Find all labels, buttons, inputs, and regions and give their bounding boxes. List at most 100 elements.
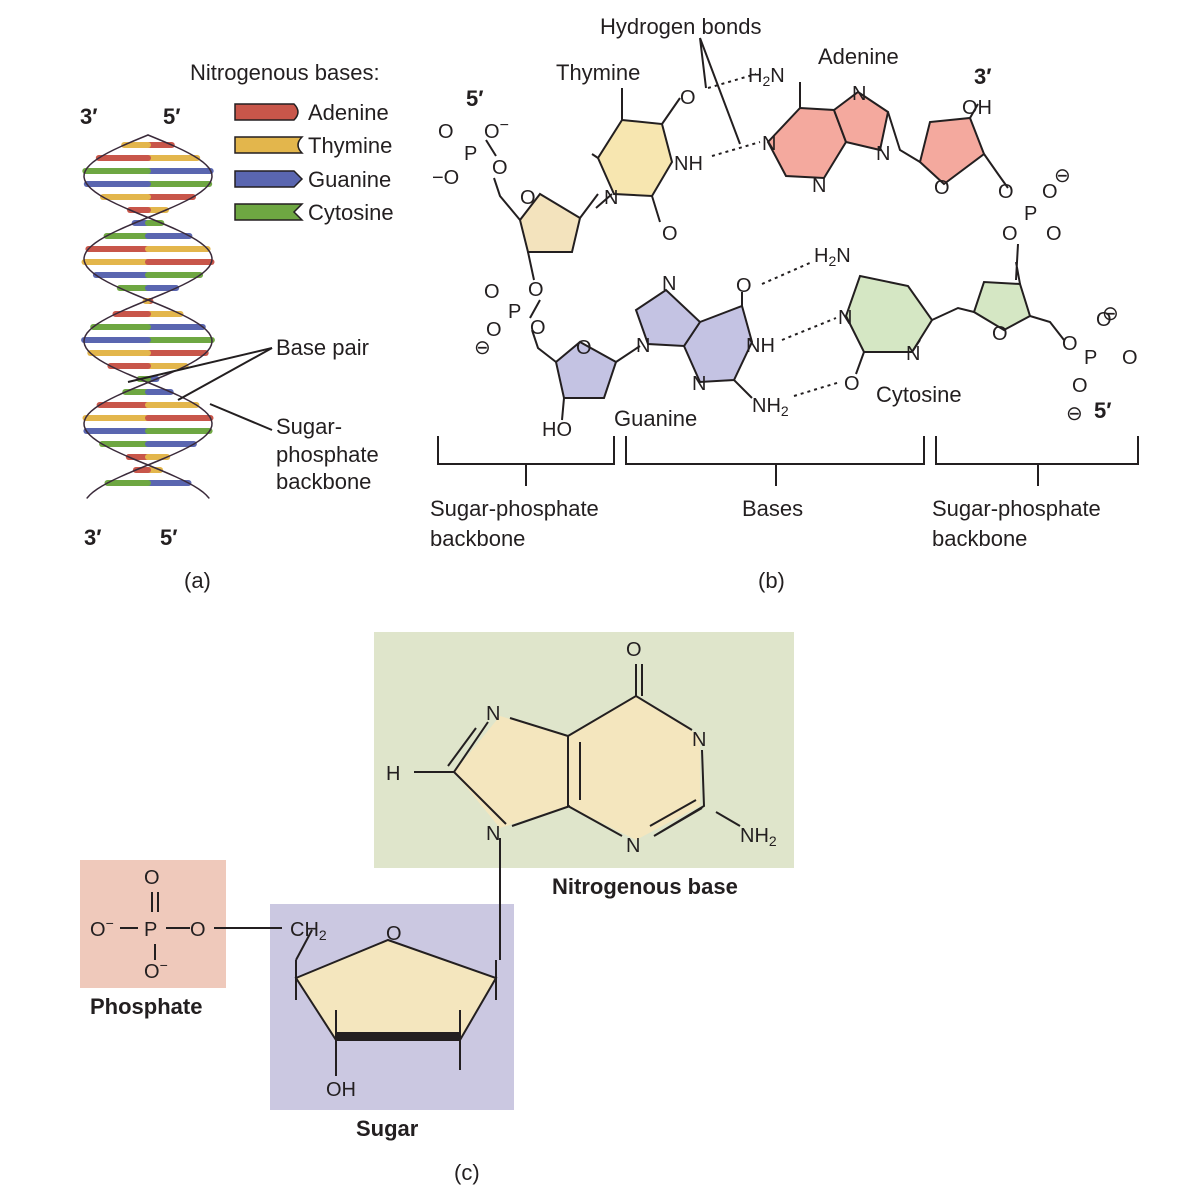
svg-text:O: O [844,373,860,395]
svg-text:N: N [906,343,920,365]
legend-label-thymine: Thymine [308,133,392,158]
hydrogen-bonds-label: Hydrogen bonds [600,14,761,39]
svg-text:O: O [998,181,1014,203]
hbond-guanine-cytosine-2 [781,317,837,341]
panel-a-label: (a) [184,568,211,593]
svg-text:O: O [528,279,544,301]
svg-text:NH: NH [746,335,775,357]
cytosine-label: Cytosine [876,382,962,407]
svg-text:O: O [492,157,508,179]
backbone-label-line-2: phosphate [276,442,379,467]
svg-text:P: P [1084,347,1097,369]
hbond-guanine-cytosine-3 [793,381,841,397]
svg-text:O: O [1042,181,1058,203]
phosphate-box [80,860,226,988]
sugar-ring-3 [918,116,986,186]
svg-text:P: P [464,143,477,165]
svg-text:N: N [692,729,706,751]
hbond-thymine-adenine-2 [711,141,761,157]
nitrogenous-base-label: Nitrogenous base [552,874,738,899]
thymine-label: Thymine [556,60,640,85]
thymine-ring [596,118,674,198]
base-pair-label: Base pair [276,335,369,360]
sugar-ring-1 [518,192,582,253]
base-pair-rungs [81,142,215,486]
legend-label-cytosine: Cytosine [308,200,394,225]
five-prime-bottom-label: 5′ [1094,398,1112,423]
bracket-middle-label: Bases [742,496,803,521]
helix-end-top-right: 5′ [163,104,181,129]
svg-text:OH: OH [326,1079,356,1101]
svg-text:NH2: NH2 [752,395,789,419]
backbone-label-line-1: Sugar- [276,414,342,439]
legend-item-cytosine: Cytosine [234,200,394,225]
svg-text:⊖: ⊖ [1066,403,1083,425]
legend-label-guanine: Guanine [308,167,391,192]
bracket-right [935,436,1139,486]
guanine-label: Guanine [614,406,697,431]
svg-text:HO: HO [542,419,572,441]
helix-end-top-left: 3′ [80,104,98,129]
svg-text:O: O [438,121,454,143]
svg-text:O: O [144,867,160,889]
svg-text:N: N [692,373,706,395]
svg-text:O: O [486,319,502,341]
svg-text:H: H [386,763,400,785]
svg-text:O: O [1002,223,1018,245]
sugar-phosphate-strand-2 [83,134,213,499]
svg-text:O−: O− [484,117,509,143]
svg-text:O: O [680,87,696,109]
guanine-five-ring [634,288,702,348]
bracket-left [437,436,615,486]
svg-text:O: O [1096,309,1112,331]
svg-text:O: O [1062,333,1078,355]
svg-text:N: N [762,133,776,155]
svg-text:N: N [662,273,676,295]
svg-text:H2N: H2N [814,245,851,269]
svg-text:N: N [812,175,826,197]
guanine-swatch [234,170,304,188]
sugar-ring-2 [554,340,618,399]
backbone-label-line-3: backbone [276,469,371,494]
svg-text:N: N [636,335,650,357]
svg-text:O: O [386,923,402,945]
helix-end-bottom-left: 3′ [84,525,102,550]
backbone-callout: Sugar- phosphate backbone [209,403,379,494]
bracket-right-label-line-1: Sugar-phosphate [932,496,1101,521]
base-pair-callout: Base pair [127,335,369,401]
svg-text:NH: NH [674,153,703,175]
adenine-swatch [234,103,299,121]
sugar-thick-edge [336,1032,460,1040]
svg-text:O: O [1072,375,1088,397]
svg-text:N: N [486,823,500,845]
sugar-label: Sugar [356,1116,419,1141]
svg-text:O: O [1046,223,1062,245]
adenine-label: Adenine [818,44,899,69]
svg-text:N: N [626,835,640,857]
hbond-guanine-cytosine-1 [761,261,813,285]
legend-label-adenine: Adenine [308,100,389,125]
bracket-left-label-line-2: backbone [430,526,525,551]
panel-c: O N NH2 N N H N O CH2 OH O P O− O O− Nit… [80,632,794,1185]
panel-b-label: (b) [758,568,785,593]
svg-text:⊖: ⊖ [1102,303,1119,325]
purine-six-ring [568,696,700,840]
panel-c-label: (c) [454,1160,480,1185]
svg-text:N: N [852,83,866,105]
cytosine-swatch [234,203,304,221]
svg-text:O: O [520,187,536,209]
svg-text:−O: −O [432,167,459,189]
legend-item-adenine: Adenine [234,100,389,125]
three-prime-top-label: 3′ [974,64,992,89]
svg-text:O: O [934,177,950,199]
purine-bonds [414,664,741,960]
thymine-swatch [234,136,304,154]
svg-text:⊖: ⊖ [1054,165,1071,187]
legend: Adenine Thymine Guanine Cytosine [234,100,394,225]
panel-a: 3′ 5′ 3′ 5′ Nitrogenous bases: Adenine T… [80,60,394,593]
helix-end-bottom-right: 5′ [160,525,178,550]
svg-text:N: N [486,703,500,725]
sugar-bonds [120,892,497,1076]
legend-title: Nitrogenous bases: [190,60,380,85]
svg-text:P: P [1024,203,1037,225]
